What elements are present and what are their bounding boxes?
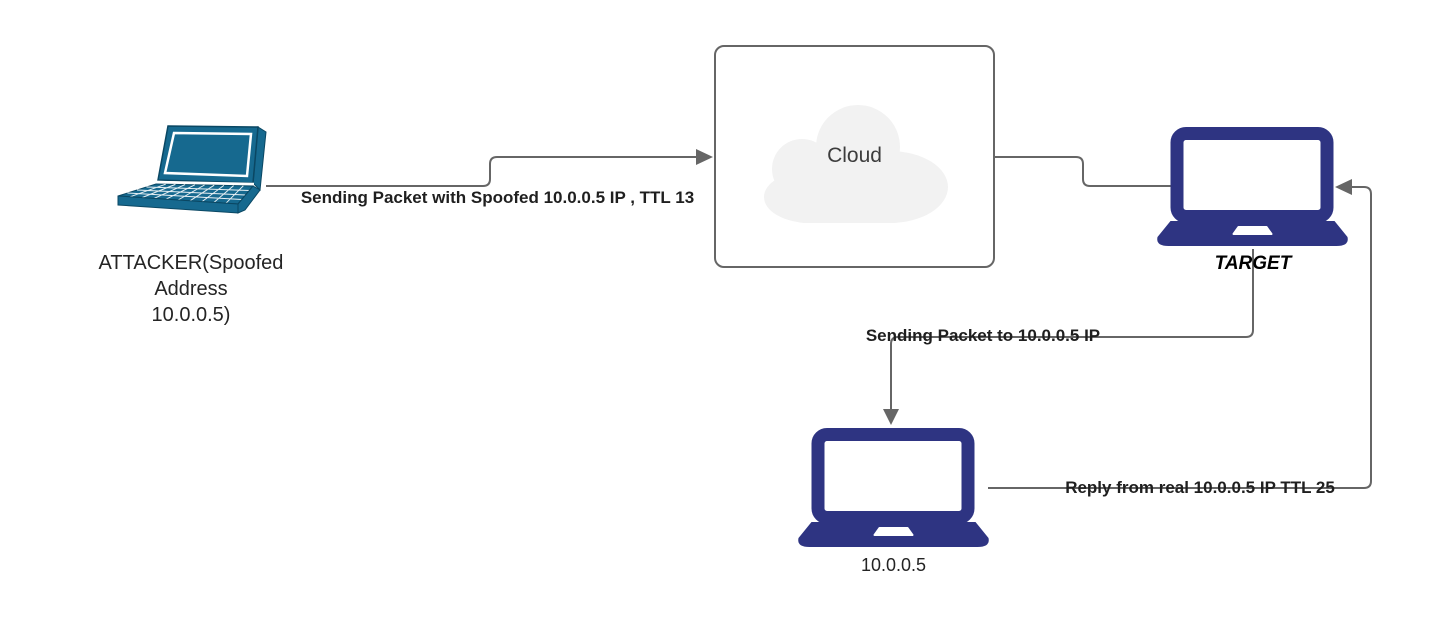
cloud-node: Cloud: [714, 45, 995, 268]
real-host-node: [797, 428, 990, 548]
attacker-label: ATTACKER(Spoofed Address 10.0.0.5): [98, 252, 284, 326]
laptop-icon: [798, 428, 989, 547]
arrowhead-into-cloud: [696, 149, 713, 165]
edge-label-sending-packet: Sending Packet to 10.0.0.5 IP: [865, 326, 1101, 345]
edge-attacker-to-cloud: [266, 156, 696, 187]
edge-cloud-to-target: [995, 156, 1171, 187]
edge-label-spoofed-packet: Sending Packet with Spoofed 10.0.0.5 IP …: [300, 188, 695, 207]
cloud-icon: [764, 105, 948, 223]
real-host-label: 10.0.0.5: [860, 555, 927, 575]
arrowhead-into-target: [1335, 179, 1352, 195]
cloud-label: Cloud: [827, 144, 882, 167]
edge-label-reply: Reply from real 10.0.0.5 IP TTL 25: [1065, 478, 1335, 497]
arrowhead-into-host: [883, 409, 899, 425]
laptop-3d-icon: [117, 125, 267, 214]
edge-target-to-host: [890, 249, 1254, 409]
attacker-node: [110, 120, 270, 230]
edge-host-to-target: [988, 186, 1372, 489]
target-label: TARGET: [1214, 253, 1292, 274]
laptop-icon: [1157, 127, 1348, 246]
target-node: [1157, 127, 1348, 247]
